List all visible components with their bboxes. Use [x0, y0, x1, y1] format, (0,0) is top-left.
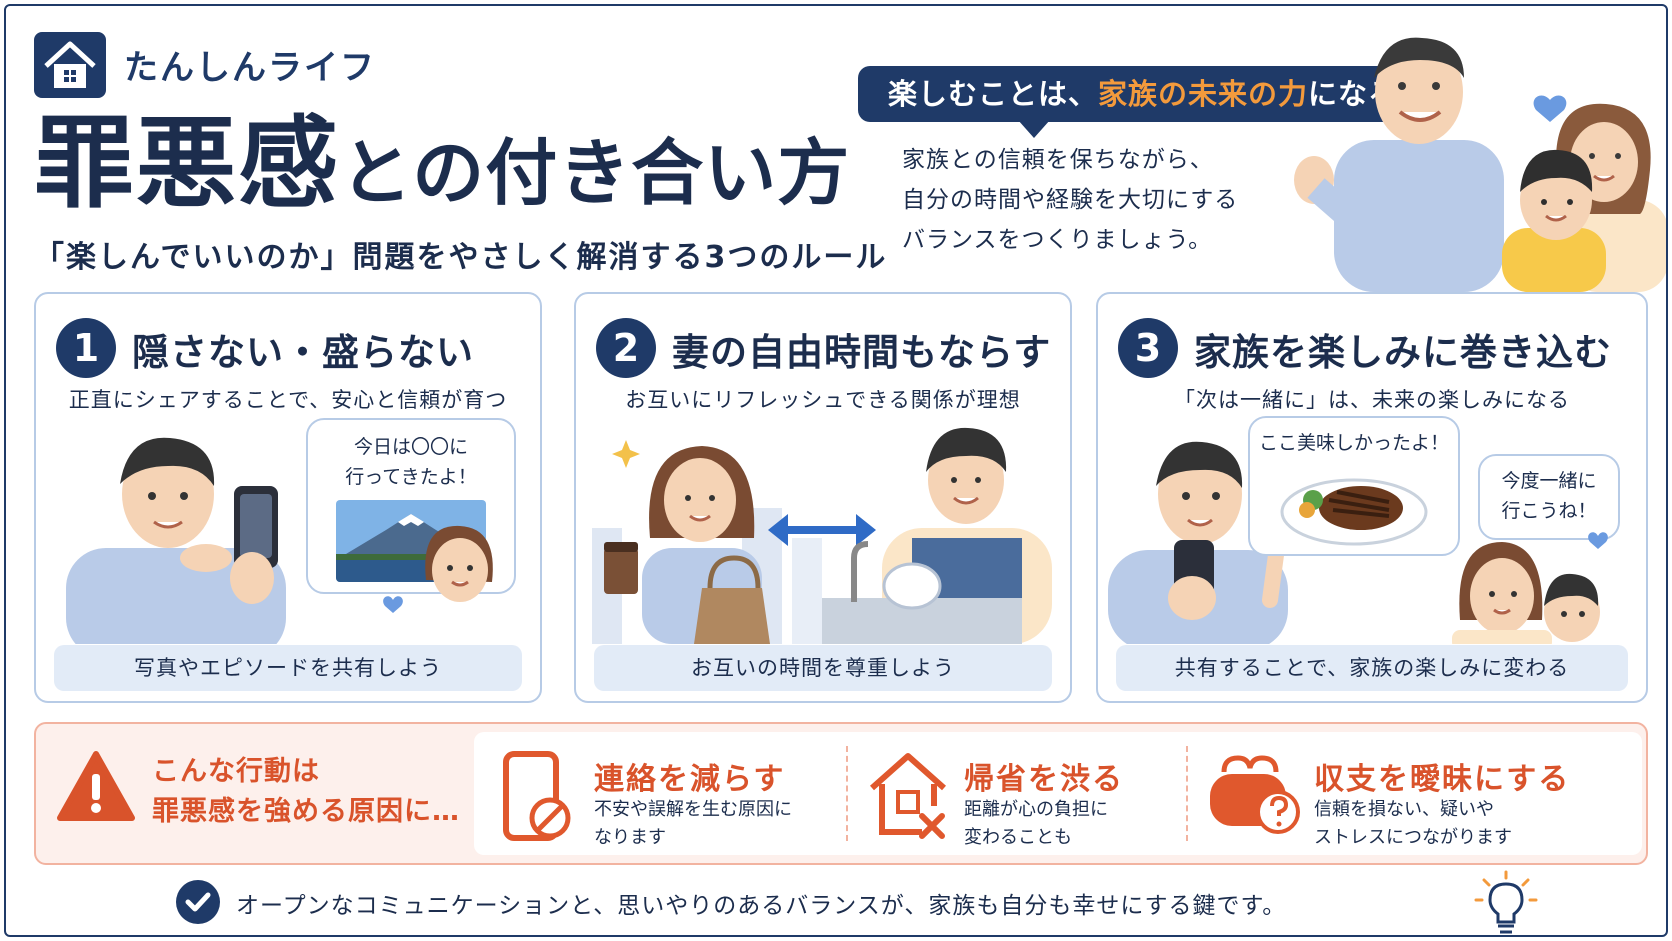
- warning-section: こんな行動は 罪悪感を強める原因に… 連絡を減らす 不安や誤解を生む原因に なり…: [34, 722, 1648, 865]
- warning-item: 収支を曖昧にする 信頼を損ない、疑いや ストレスにつながります: [1190, 732, 1642, 855]
- bubble-line: 今日は〇〇に: [353, 436, 468, 458]
- warning-item-title: 帰省を渋る: [964, 762, 1124, 797]
- lightbulb-icon: [1474, 870, 1538, 935]
- rule-footer: 共有することで、家族の楽しみに変わる: [1116, 645, 1628, 691]
- bubble-line: 今度一緒に: [1501, 470, 1597, 492]
- steak-plate-illustration: [1279, 464, 1429, 548]
- footer-message: オープンなコミュニケーションと、思いやりのあるバランスが、家族も自分も幸せにする…: [236, 893, 1287, 919]
- couple-time-illustration: [592, 418, 1058, 644]
- divider: [846, 746, 848, 841]
- intro-text: 家族との信頼を保ちながら、 自分の時間や経験を大切にする バランスをつくりましょ…: [902, 140, 1238, 260]
- desc-line: 変わることも: [964, 827, 1072, 848]
- warning-item: 帰省を渋る 距離が心の負担に 変わることも: [850, 732, 1180, 855]
- warning-text: こんな行動は 罪悪感を強める原因に…: [152, 752, 460, 832]
- phone-blocked-icon: [502, 750, 572, 842]
- desc-line: 距離が心の負担に: [964, 799, 1108, 820]
- intro-line: バランスをつくりましょう。: [902, 227, 1213, 253]
- check-icon: [176, 880, 220, 924]
- warning-icon: [56, 750, 136, 824]
- desc-line: なります: [594, 827, 666, 848]
- warning-item-desc: 不安や誤解を生む原因に なります: [594, 796, 792, 852]
- tagline-pre: 楽しむことは、: [888, 77, 1099, 111]
- divider: [1186, 746, 1188, 841]
- warning-item-desc: 距離が心の負担に 変わることも: [964, 796, 1108, 852]
- warning-item-title: 収支を曖昧にする: [1314, 762, 1571, 797]
- page-title: 罪悪感との付き合い方: [34, 114, 850, 214]
- title-main: 罪悪感: [34, 105, 340, 222]
- title-rest: との付き合い方: [340, 131, 851, 215]
- warning-line: こんな行動は: [152, 756, 320, 787]
- rule-title: 妻の自由時間もならす: [672, 331, 1052, 374]
- rule-title: 家族を楽しみに巻き込む: [1194, 331, 1612, 374]
- rule-number: 2: [596, 318, 656, 378]
- rule-number: 1: [56, 318, 116, 378]
- warning-item: 連絡を減らす 不安や誤解を生む原因に なります: [474, 732, 844, 855]
- infographic: たんしんライフ 罪悪感との付き合い方 「楽しんでいいのか」問題をやさしく解消する…: [4, 4, 1668, 937]
- tagline-tail: [1018, 120, 1050, 138]
- house-icon: [34, 32, 106, 98]
- rule-title: 隠さない・盛らない: [132, 331, 474, 374]
- bubble-line: ここ美味しかったよ！: [1258, 432, 1449, 454]
- man-with-phone-illustration: [56, 418, 296, 644]
- desc-line: ストレスにつながります: [1314, 827, 1512, 848]
- woman-illustration: [406, 520, 506, 610]
- speech-bubble: ここ美味しかったよ！: [1248, 416, 1460, 556]
- warning-items: 連絡を減らす 不安や誤解を生む原因に なります 帰省を渋: [474, 732, 1642, 855]
- heart-icon: [382, 594, 404, 614]
- warning-item-title: 連絡を減らす: [594, 762, 786, 797]
- tagline-banner: 楽しむことは、家族の未来の力になる: [858, 66, 1429, 122]
- rule-footer: 写真やエピソードを共有しよう: [54, 645, 522, 691]
- tagline-highlight: 家族の未来の力: [1098, 77, 1309, 111]
- mother-child-illustration: [1448, 530, 1634, 644]
- rule-footer: お互いの時間を尊重しよう: [594, 645, 1052, 691]
- family-illustration: [1294, 20, 1666, 292]
- page-subtitle: 「楽しんでいいのか」問題をやさしく解消する3つのルール: [34, 240, 888, 275]
- bubble-line: 行ってきたよ！: [345, 466, 477, 488]
- warning-item-desc: 信頼を損ない、疑いや ストレスにつながります: [1314, 796, 1512, 852]
- rule-card-1: 1 隠さない・盛らない 正直にシェアすることで、安心と信頼が育つ 今日は〇〇に …: [34, 292, 542, 703]
- speech-bubble: 今度一緒に 行こうね！: [1478, 454, 1620, 540]
- rule-card-2: 2 妻の自由時間もならす お互いにリフレッシュできる関係が理想: [574, 292, 1072, 703]
- intro-line: 家族との信頼を保ちながら、: [902, 147, 1214, 173]
- rule-number: 3: [1118, 318, 1178, 378]
- intro-line: 自分の時間や経験を大切にする: [902, 187, 1239, 213]
- house-x-icon: [866, 748, 952, 842]
- warning-line: 罪悪感を強める原因に…: [152, 796, 460, 827]
- desc-line: 不安や誤解を生む原因に: [594, 799, 792, 820]
- wallet-question-icon: [1204, 752, 1304, 838]
- rule-desc: 「次は一緒に」は、未来の楽しみになる: [1174, 388, 1570, 412]
- rule-desc: 正直にシェアすることで、安心と信頼が育つ: [68, 388, 508, 412]
- desc-line: 信頼を損ない、疑いや: [1314, 799, 1494, 820]
- bubble-line: 行こうね！: [1501, 500, 1597, 522]
- brand-name: たんしんライフ: [124, 48, 376, 88]
- rule-desc: お互いにリフレッシュできる関係が理想: [625, 388, 1021, 412]
- rule-card-3: 3 家族を楽しみに巻き込む 「次は一緒に」は、未来の楽しみになる ここ美味しかっ…: [1096, 292, 1648, 703]
